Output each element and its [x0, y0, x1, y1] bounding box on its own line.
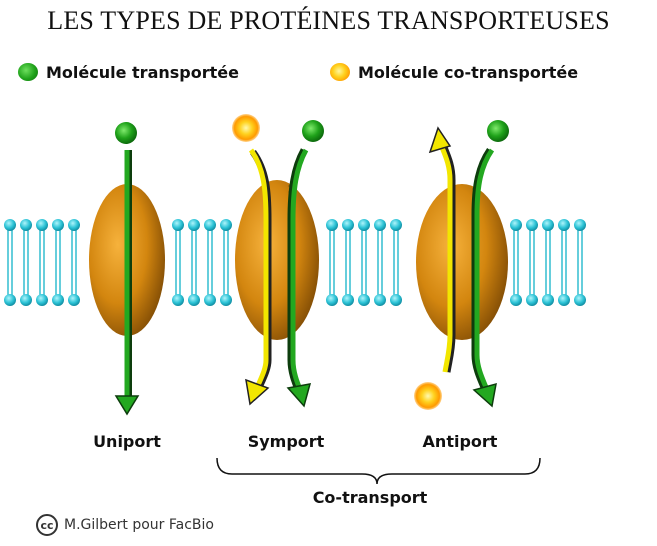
antiport-label: Antiport	[400, 432, 520, 451]
symport-yellow-molecule	[232, 114, 260, 142]
cotransport-brace	[217, 458, 540, 484]
credit-text: M.Gilbert pour FacBio	[64, 517, 214, 533]
antiport-protein	[416, 184, 508, 340]
uniport-green-molecule	[115, 122, 137, 144]
credit: cc M.Gilbert pour FacBio	[36, 514, 214, 536]
antiport-green-molecule	[487, 120, 509, 142]
symport-green-molecule	[302, 120, 324, 142]
antiport-yellow-molecule	[414, 382, 442, 410]
symport-protein	[235, 180, 319, 340]
cotransport-label: Co-transport	[290, 488, 450, 507]
symport-label: Symport	[226, 432, 346, 451]
uniport-label: Uniport	[72, 432, 182, 451]
creative-commons-icon: cc	[36, 514, 58, 536]
